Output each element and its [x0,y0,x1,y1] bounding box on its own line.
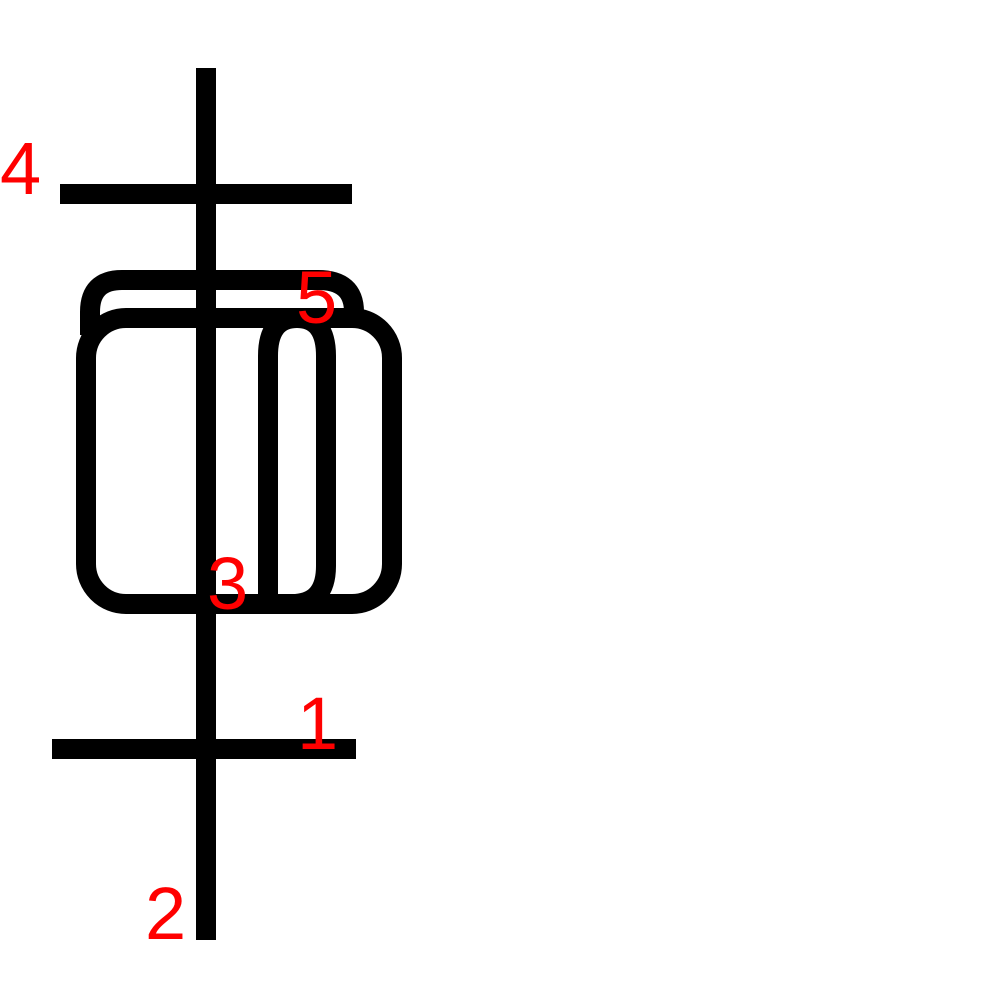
stroke-label-4: 4 [0,127,41,210]
stroke-3-inner-loop [258,308,336,614]
stroke-label-2: 2 [145,872,186,955]
stroke-label-3: 3 [207,542,248,625]
stroke-label-5: 5 [296,256,337,339]
stroke-label-1: 1 [297,682,338,765]
stroke-5-back-box [80,270,364,335]
stroke-3-main-box [76,308,402,614]
